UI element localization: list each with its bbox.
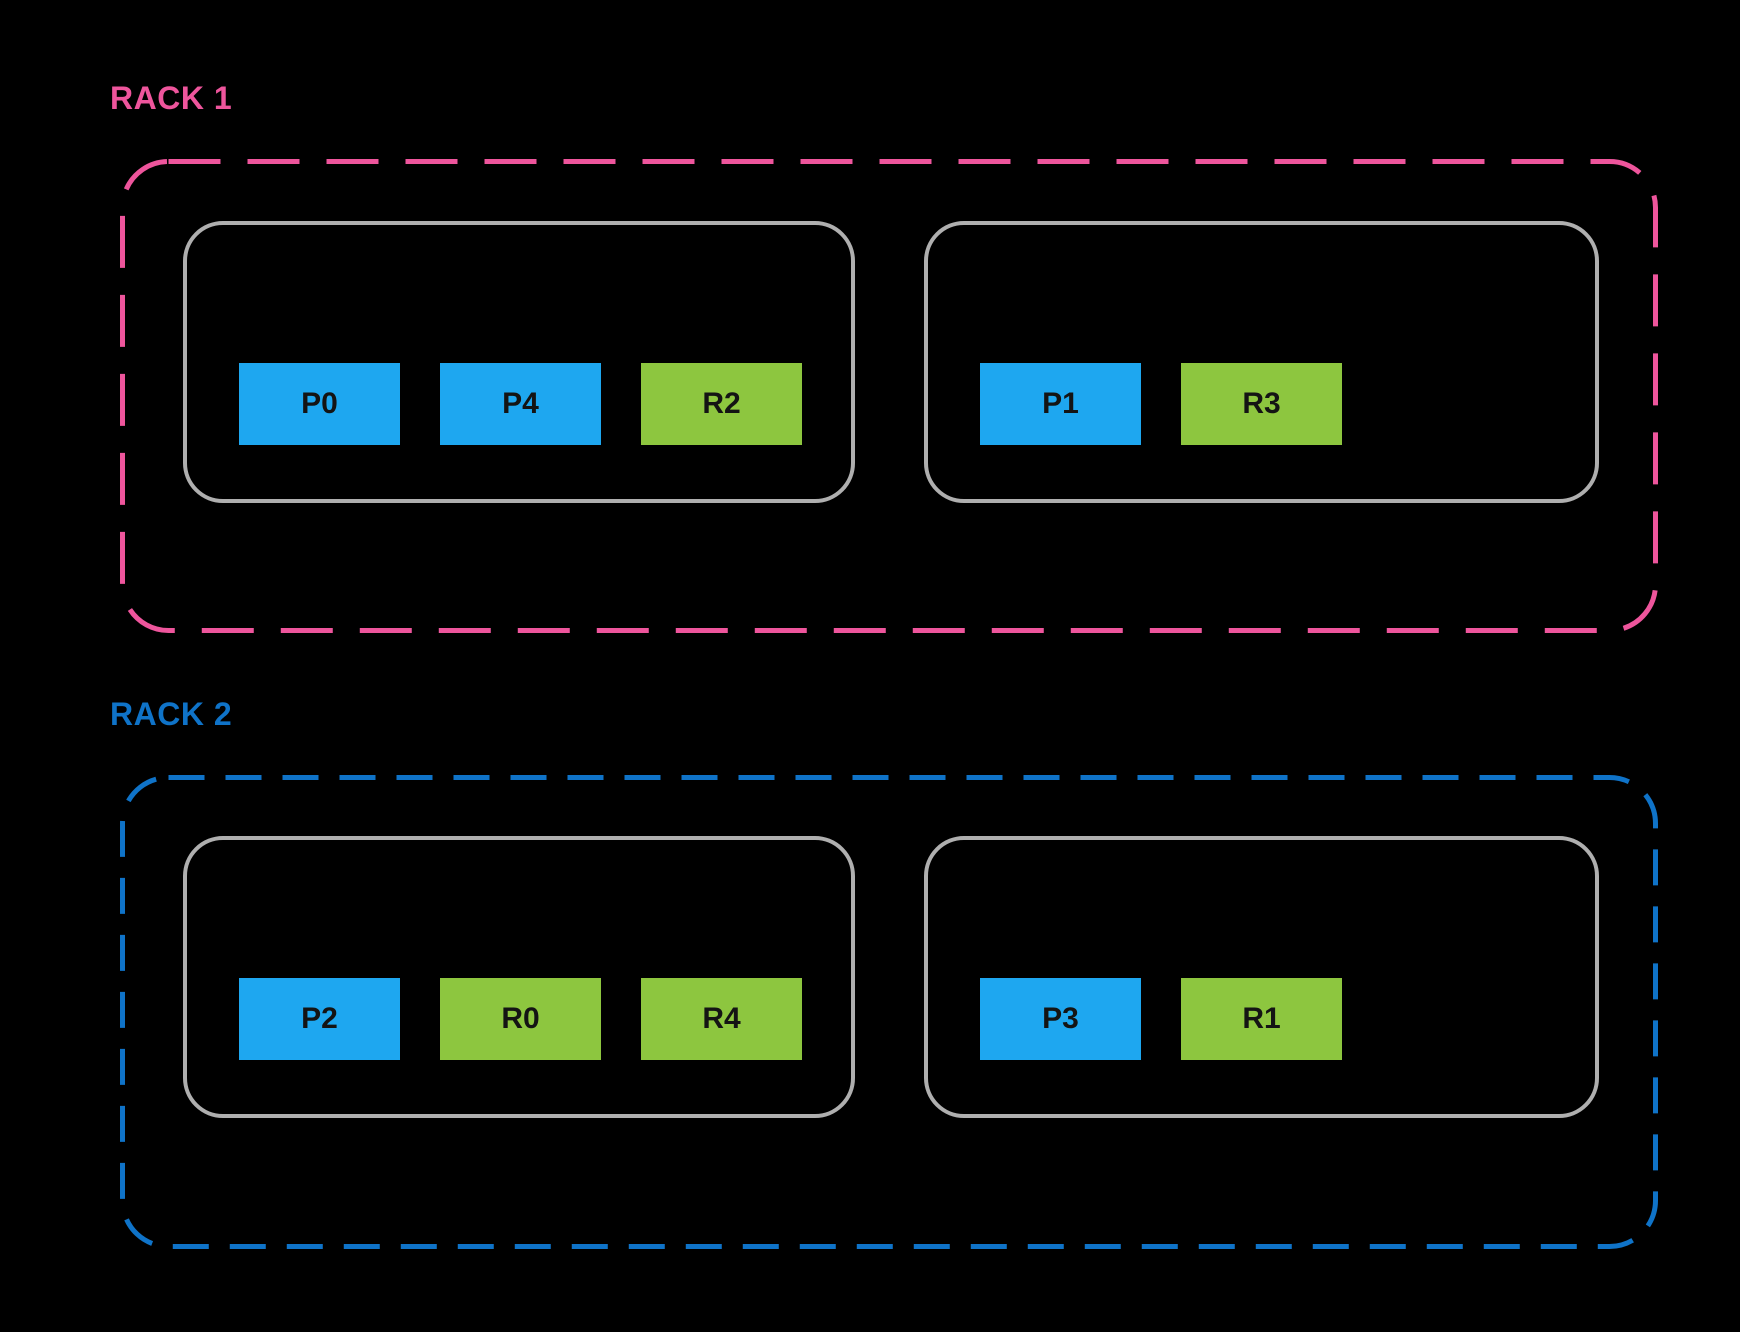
shard-label: R3 bbox=[1242, 387, 1281, 420]
shard-label: R1 bbox=[1242, 1002, 1281, 1035]
rack-2-host-1: P2 R0 R4 bbox=[183, 836, 855, 1118]
shard-box-r2: R2 bbox=[641, 363, 802, 445]
rack-2-dashed-border bbox=[120, 775, 1658, 1249]
shard-box-r4: R4 bbox=[641, 978, 802, 1060]
rack-2-title: RACK 2 bbox=[110, 696, 233, 732]
shard-box-r3: R3 bbox=[1181, 363, 1342, 445]
rack-1-title: RACK 1 bbox=[110, 80, 233, 116]
rack-1-boundary bbox=[120, 159, 1658, 633]
shard-label: P1 bbox=[1042, 387, 1079, 420]
shard-label: P0 bbox=[301, 387, 338, 420]
shard-box-p2: P2 bbox=[239, 978, 400, 1060]
shard-label: P4 bbox=[502, 387, 539, 420]
shard-label: R0 bbox=[501, 1002, 540, 1035]
shard-box-p4: P4 bbox=[440, 363, 601, 445]
shard-box-r1: R1 bbox=[1181, 978, 1342, 1060]
shard-box-p1: P1 bbox=[980, 363, 1141, 445]
shard-label: R2 bbox=[702, 387, 741, 420]
shard-box-p3: P3 bbox=[980, 978, 1141, 1060]
rack-2-host-2: P3 R1 bbox=[924, 836, 1599, 1118]
shard-label: R4 bbox=[702, 1002, 741, 1035]
shard-box-r0: R0 bbox=[440, 978, 601, 1060]
shard-box-p0: P0 bbox=[239, 363, 400, 445]
shard-label: P3 bbox=[1042, 1002, 1079, 1035]
rack-1-host-1: P0 P4 R2 bbox=[183, 221, 855, 503]
shard-label: P2 bbox=[301, 1002, 338, 1035]
rack-1-dashed-border bbox=[120, 159, 1658, 633]
rack-2-boundary bbox=[120, 775, 1658, 1249]
rack-1-host-2: P1 R3 bbox=[924, 221, 1599, 503]
